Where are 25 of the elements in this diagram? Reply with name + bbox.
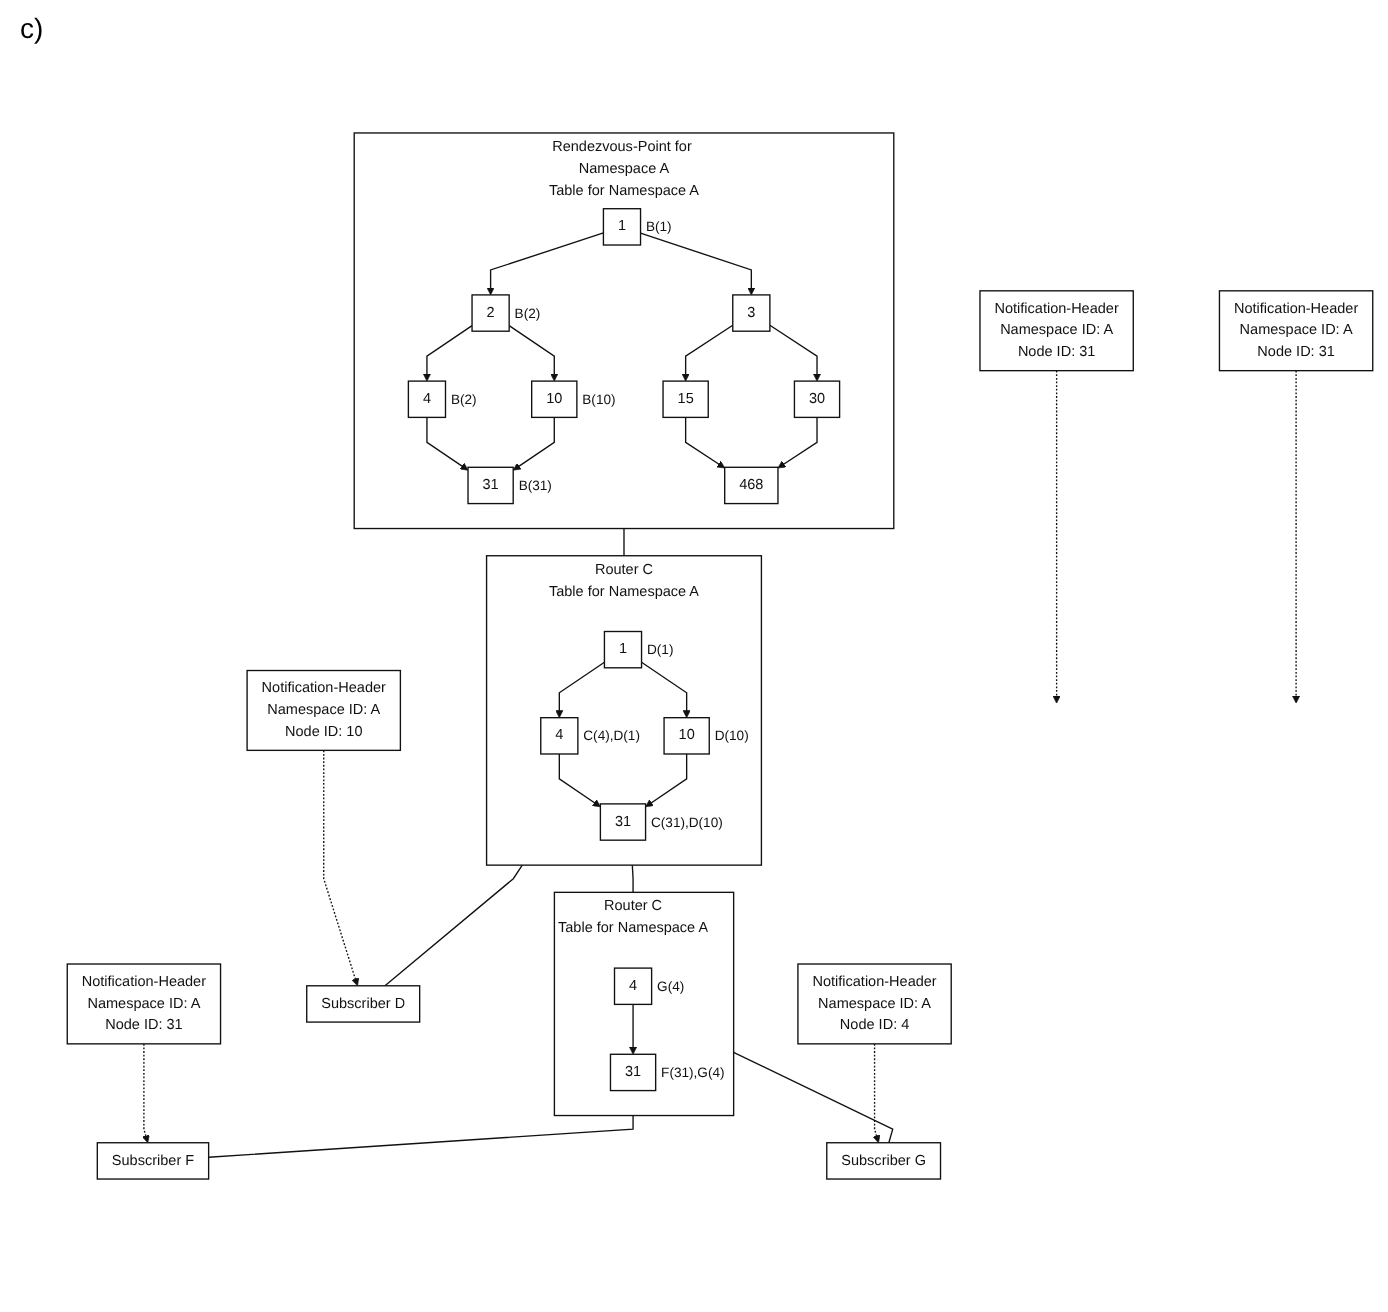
panel-label: c)	[20, 12, 44, 44]
arrow	[323, 749, 360, 987]
arrow	[639, 232, 756, 296]
arrow	[422, 324, 473, 382]
connector	[207, 1114, 634, 1158]
arrow	[141, 1043, 150, 1144]
arrow	[684, 416, 726, 469]
arrow	[1052, 370, 1061, 704]
arrow	[508, 324, 559, 382]
arrow	[512, 416, 555, 471]
connector	[384, 864, 523, 987]
arrow	[555, 661, 606, 719]
arrow	[1292, 370, 1301, 704]
arrow	[629, 1003, 638, 1055]
arrow	[777, 416, 818, 469]
arrow	[426, 416, 469, 471]
arrow	[486, 232, 605, 296]
connector	[623, 527, 625, 557]
arrow	[640, 661, 691, 719]
arrow	[769, 324, 821, 382]
arrow	[872, 1043, 881, 1144]
connector	[631, 864, 634, 893]
arrow	[558, 753, 601, 808]
arrow	[681, 324, 734, 382]
arrow	[645, 753, 688, 808]
